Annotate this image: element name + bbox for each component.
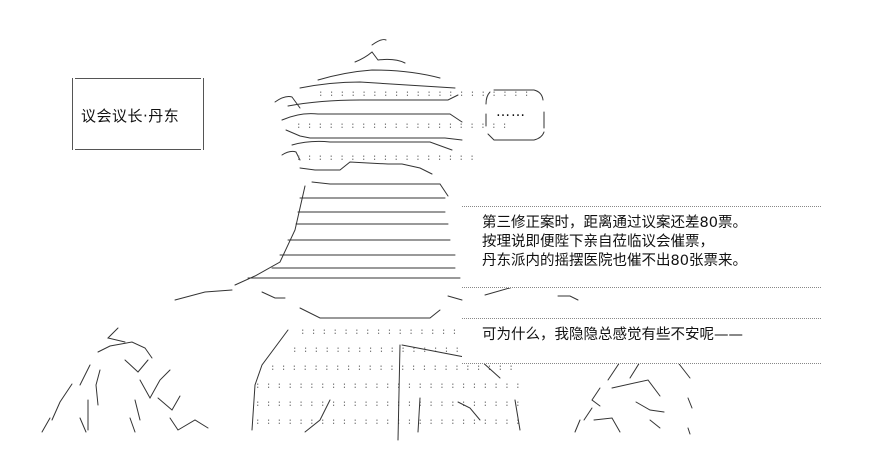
dialog-box-2: 可为什么，我隐隐总感觉有些不安呢—— — [462, 318, 821, 364]
svg-text:: : : : : : : : : : : : : : :: : : : : : : : : : : : : : : : : : — [296, 153, 475, 163]
ellipsis-text: …… — [496, 104, 526, 120]
dialog-box-2-frame — [462, 318, 821, 364]
nameplate-box: 议会议长·丹东 — [72, 78, 204, 150]
dialog-box-1-frame — [462, 206, 821, 288]
nameplate-label: 议会议长·丹东 — [81, 107, 180, 125]
dialog-1-line-1: 第三修正案时，距离通过议案还差80票。 — [482, 215, 747, 231]
svg-text:: : : : : : : : : : : : : : :: : : : : : : : : : : : : : : : : : : : : — [318, 89, 529, 99]
svg-text:: : : : : : : : : : : : : : :: : : : : : : : : : : : : : : : : : : : — [300, 327, 500, 337]
svg-text:: : : : : : : : : : : : : : :: : : : : : : : : : : : : : : : : : : : : … — [255, 417, 521, 427]
svg-text:: : : : : : : : : : : : : : :: : : : : : : : : : : : : : : : : : : : : … — [270, 363, 514, 373]
dialog-2-line-1: 可为什么，我隐隐总感觉有些不安呢—— — [482, 327, 743, 343]
crowd-right-icon — [574, 359, 693, 435]
svg-text:: : : : : : : : : : : : : : :: : : : : : : : : : : : : : : : : : : : : … — [255, 381, 521, 391]
cloak-texture-icon: : : : : : : : : : : : : : : : : : : : : … — [255, 89, 529, 427]
ellipsis-bubble-icon — [485, 89, 545, 141]
dialog-1-line-2: 按理说即便陛下亲自莅临议会催票， — [482, 234, 714, 250]
svg-text:: : : : : : : : : : : : : : :: : : : : : : : : : : : : : : : : : : : : — [292, 345, 503, 355]
dialog-box-1: 第三修正案时，距离通过议案还差80票。 按理说即便陛下亲自莅临议会催票， 丹东派… — [462, 206, 821, 288]
svg-text:: : : : : : : : : : : : : : :: : : : : : : : : : : : : : : : : : : : : — [296, 121, 507, 131]
crowd-left-icon — [41, 327, 209, 433]
svg-text:: : : : : : : : : : : : : : :: : : : : : : : : : : : : : : : : : : : : … — [255, 399, 521, 409]
dialog-1-line-3: 丹东派内的摇摆医院也催不出80张票来。 — [482, 253, 747, 269]
